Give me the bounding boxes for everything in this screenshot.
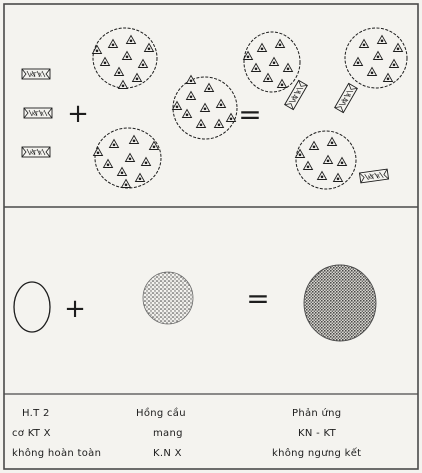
svg-text:KT X: KT X bbox=[30, 151, 42, 157]
antibody-icon: KT X bbox=[24, 108, 52, 118]
red-cell-outline-icon bbox=[14, 282, 50, 332]
red-cell-with-antigen-icon bbox=[94, 128, 162, 188]
legend-col3-line2: KN - KT bbox=[298, 428, 336, 439]
red-cell-with-antigen-icon bbox=[93, 28, 158, 89]
equals-icon: = bbox=[246, 282, 269, 315]
antibody-icon: KT X bbox=[22, 147, 50, 157]
plus-icon: + bbox=[67, 99, 89, 129]
red-cell-with-antigen-icon bbox=[173, 76, 238, 140]
legend-col1-line1: H.T 2 bbox=[22, 408, 50, 419]
red-cell-with-antigen-icon bbox=[345, 28, 407, 88]
legend-col2-line3: K.N X bbox=[153, 448, 182, 459]
red-cell-with-antigen-icon bbox=[244, 32, 301, 92]
antibody-icon: KT X bbox=[335, 83, 358, 112]
legend-col1-line2: cơ KT X bbox=[12, 428, 51, 439]
legend-col3-line1: Phản ứng bbox=[292, 408, 341, 419]
outer-frame bbox=[4, 4, 418, 469]
legend-col3-line3: không ngưng kết bbox=[272, 448, 361, 459]
red-cell-with-antigen-icon bbox=[296, 131, 357, 189]
antibody-icon: KT X bbox=[22, 69, 50, 79]
plus-icon: + bbox=[64, 294, 86, 324]
legend-col2-line1: Hồng cầu bbox=[136, 408, 186, 419]
antibody-icon: KT X bbox=[359, 169, 388, 183]
stippled-red-cell-icon bbox=[304, 265, 376, 341]
antibody-icon: KT X bbox=[285, 80, 308, 109]
svg-text:KT X: KT X bbox=[32, 112, 44, 118]
equals-icon: = bbox=[238, 98, 261, 131]
svg-text:KT X: KT X bbox=[30, 73, 42, 79]
legend-col2-line2: mang bbox=[153, 428, 183, 439]
legend-col1-line3: không hoàn toàn bbox=[12, 448, 101, 459]
stippled-red-cell-icon bbox=[143, 272, 193, 324]
